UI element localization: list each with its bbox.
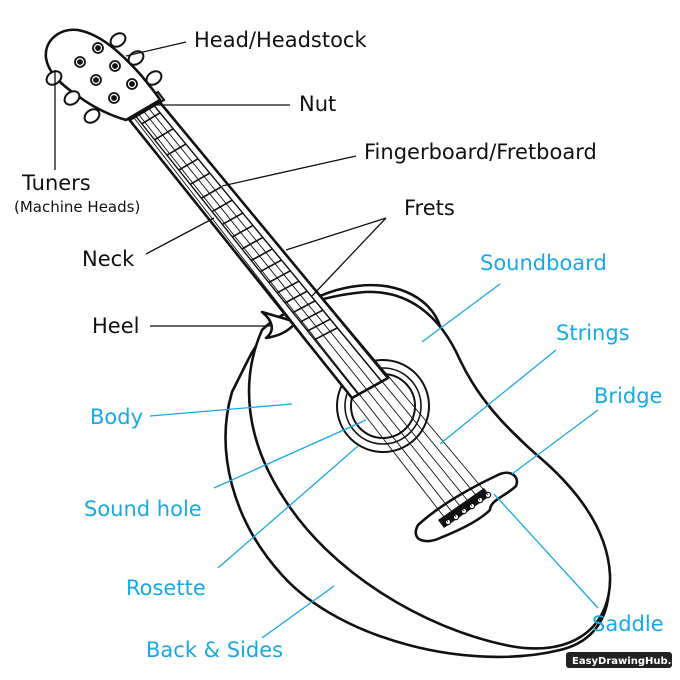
labels: Head/Headstock Nut Fingerboard/Fretboard… [14, 28, 664, 662]
fret [292, 300, 316, 314]
fret [211, 199, 233, 213]
label-strings: Strings [556, 321, 630, 345]
tuner-posts [74, 42, 138, 104]
fret [307, 318, 331, 332]
rosette-outer [336, 359, 430, 453]
label-neck: Neck [82, 247, 135, 271]
fret [250, 248, 273, 262]
fret [268, 270, 291, 284]
headstock-shape [44, 28, 162, 122]
label-bridge: Bridge [594, 384, 662, 408]
heel-shape [260, 310, 298, 340]
fret [200, 186, 222, 199]
label-tuners-sub: (Machine Heads) [14, 198, 140, 216]
label-soundboard: Soundboard [480, 251, 607, 275]
fret [284, 290, 308, 304]
label-head: Head/Headstock [194, 28, 367, 52]
label-rosette: Rosette [126, 576, 206, 600]
fret [259, 259, 282, 273]
label-body: Body [90, 405, 143, 429]
fret [276, 280, 300, 294]
fret [241, 236, 264, 250]
label-frets: Frets [404, 196, 455, 220]
label-fingerboard: Fingerboard/Fretboard [364, 140, 597, 164]
fret [221, 212, 244, 226]
label-tuners: Tuners [21, 171, 91, 195]
tuner-knobs [45, 32, 163, 124]
leader-lines [54, 41, 599, 639]
label-saddle: Saddle [592, 612, 664, 636]
fret [231, 224, 254, 238]
rosette-inner [344, 367, 422, 445]
fret [189, 172, 211, 186]
fret [178, 158, 199, 171]
label-nut: Nut [299, 92, 336, 116]
label-sound-hole: Sound hole [84, 497, 202, 521]
label-back-sides: Back & Sides [146, 638, 283, 662]
watermark-badge: EasyDrawingHub.com [566, 652, 680, 668]
fret [299, 309, 324, 323]
label-heel: Heel [92, 314, 139, 338]
fret [314, 327, 338, 341]
frets-group [141, 112, 338, 341]
watermark-text: EasyDrawingHub.com [572, 656, 680, 667]
fret [166, 143, 187, 156]
headstock-group [44, 28, 163, 124]
guitar-illustration [224, 283, 612, 659]
